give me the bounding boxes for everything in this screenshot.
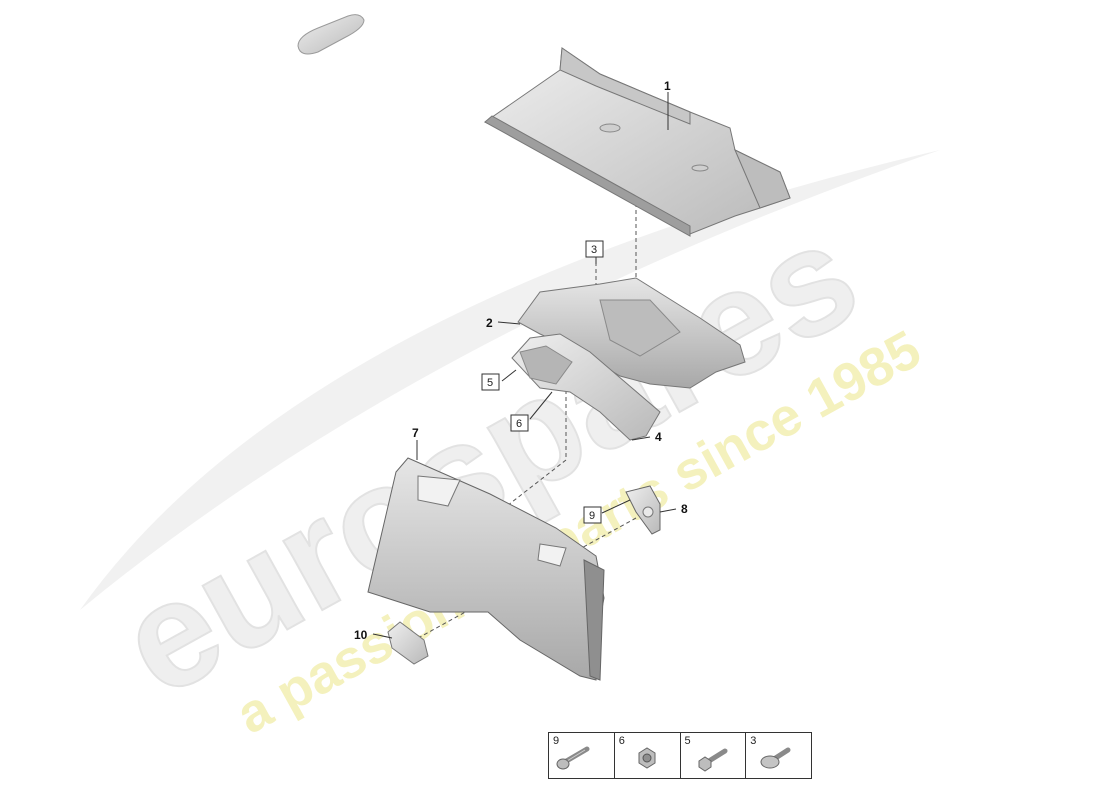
callout-label: 10 [354,628,368,642]
callout-8: 8 [681,502,688,516]
cover-cap-icon [387,621,429,665]
callout-label: 1 [664,79,671,93]
fastener-cell: 9 [549,733,614,778]
fastener-cell: 3 [745,733,811,778]
fastener-table: 9 6 5 3 [548,732,812,779]
car-icon [297,14,365,55]
rear-shelf-panel-icon [484,47,791,237]
fastener-number: 6 [618,735,625,747]
callout-6: 6 [510,414,529,432]
callout-3: 3 [585,240,604,258]
callout-9: 9 [583,506,602,524]
callout-label: 9 [589,510,595,522]
callout-5: 5 [481,373,500,391]
watermark: eurospares a passion for parts since 198… [80,150,940,745]
fastener-cell: 5 [679,733,746,778]
bracket-icon [625,485,661,535]
callout-2: 2 [486,316,493,330]
fastener-number: 5 [684,735,691,747]
callout-label: 2 [486,316,493,330]
fastener-number: 3 [750,735,757,747]
flange-screw-icon [698,748,727,772]
callout-label: 3 [591,244,597,256]
long-bolt-icon [556,746,590,770]
callout-7: 7 [412,426,419,440]
callout-label: 7 [412,426,419,440]
expanding-rivet-icon [760,747,791,769]
callout-4: 4 [655,430,662,444]
callout-label: 4 [655,430,662,444]
callout-label: 8 [681,502,688,516]
callout-label: 6 [516,418,522,430]
luggage-compartment-trim-icon [367,457,605,681]
hex-nut-icon [638,747,656,769]
callout-1: 1 [664,79,671,93]
side-insulation-icon [511,333,661,441]
callout-label: 5 [487,377,493,389]
callout-10: 10 [354,628,368,642]
fastener-number: 9 [553,735,560,747]
fastener-cell: 6 [613,733,680,778]
